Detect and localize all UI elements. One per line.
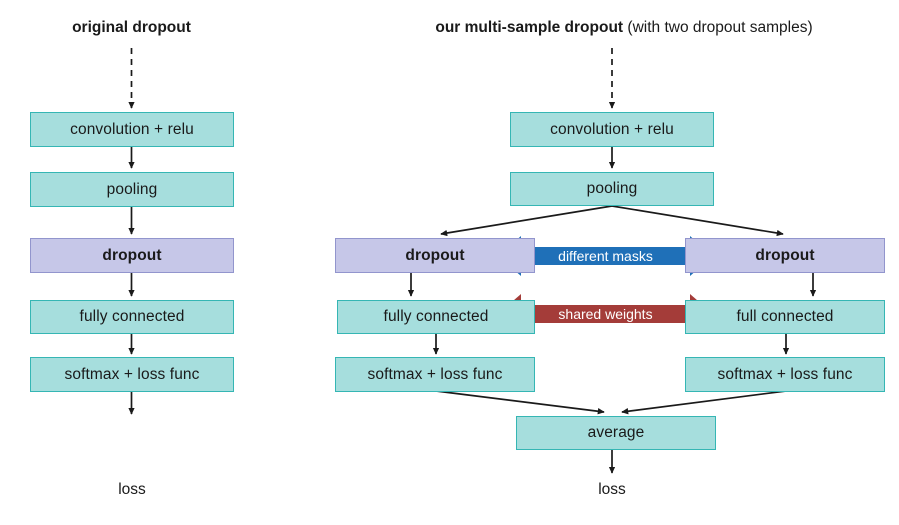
node-pooling-left[interactable]: pooling [30, 172, 234, 207]
node-label: softmax + loss func [367, 365, 503, 383]
edge-softmax-b-to-average [621, 390, 787, 415]
edge-pool-to-dropout-a [440, 205, 613, 237]
edge-softmax-a-to-average [435, 390, 605, 415]
node-label: fully connected [383, 308, 489, 326]
node-label: dropout [405, 246, 465, 264]
node-full-connected-branch-b[interactable]: full connected [685, 300, 885, 334]
annotation-label-different-masks: different masks [558, 248, 653, 264]
node-fully-connected-left[interactable]: fully connected [30, 300, 234, 334]
node-convolution-relu-right[interactable]: convolution + relu [510, 112, 714, 147]
node-softmax-loss-func-left[interactable]: softmax + loss func [30, 357, 234, 392]
node-label: dropout [755, 246, 815, 264]
output-label-loss-left: loss [118, 481, 146, 498]
right-panel-title-strong: our multi-sample dropout [435, 19, 624, 36]
node-label: pooling [586, 180, 638, 198]
annotation-label-shared-weights: shared weights [558, 306, 653, 322]
node-pooling-right[interactable]: pooling [510, 172, 714, 206]
node-convolution-relu-left[interactable]: convolution + relu [30, 112, 234, 147]
node-label: average [587, 424, 645, 442]
node-fully-connected-branch-a[interactable]: fully connected [337, 300, 535, 334]
node-label: convolution + relu [70, 120, 194, 138]
node-dropout-branch-b[interactable]: dropout [685, 238, 885, 273]
node-label: full connected [736, 308, 834, 326]
node-label: fully connected [79, 308, 185, 326]
node-label: convolution + relu [550, 120, 674, 138]
left-panel-title: original dropout [41, 20, 222, 36]
node-label: pooling [106, 180, 158, 198]
right-panel-title: our multi-sample dropout (with two dropo… [362, 20, 886, 36]
left-panel-title-strong: original dropout [72, 19, 191, 36]
node-label: dropout [102, 246, 162, 264]
node-softmax-loss-func-branch-a[interactable]: softmax + loss func [335, 357, 535, 392]
node-softmax-loss-func-branch-b[interactable]: softmax + loss func [685, 357, 885, 392]
node-dropout-left[interactable]: dropout [30, 238, 234, 273]
node-dropout-branch-a[interactable]: dropout [335, 238, 535, 273]
node-label: softmax + loss func [717, 365, 853, 383]
right-panel-title-light: (with two dropout samples) [627, 19, 813, 36]
node-label: softmax + loss func [64, 365, 200, 383]
node-average[interactable]: average [516, 416, 716, 450]
output-label-loss-right: loss [598, 481, 626, 498]
edge-pool-to-dropout-b [611, 205, 784, 237]
